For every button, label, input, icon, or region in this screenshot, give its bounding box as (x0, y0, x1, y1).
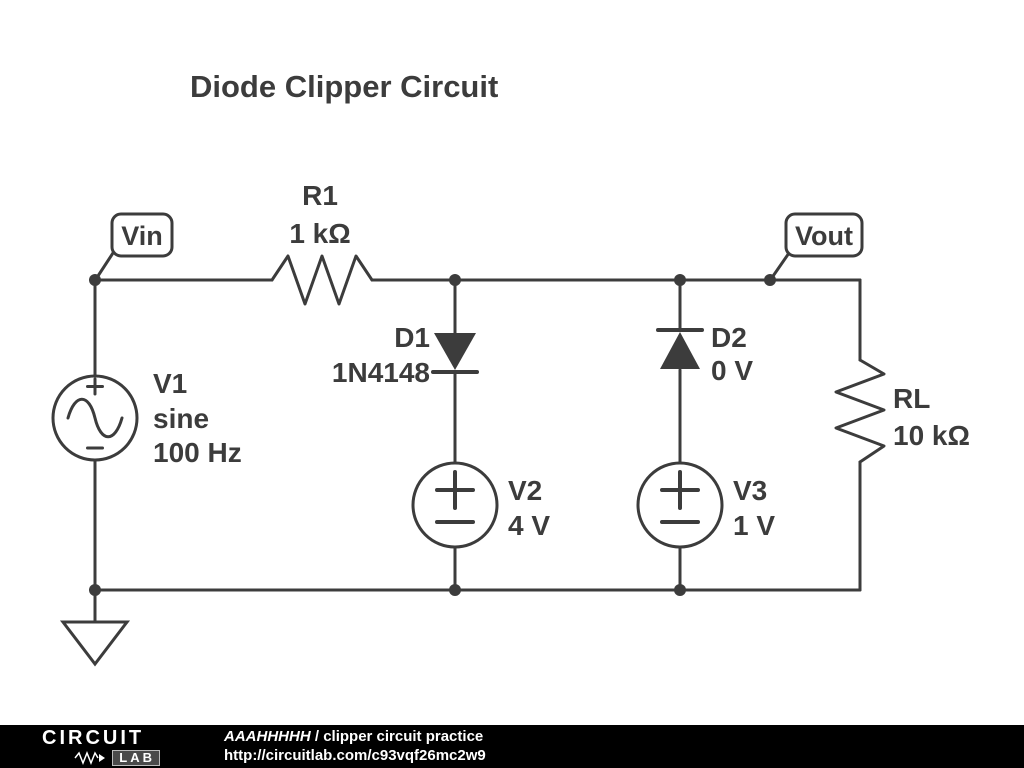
plus-sign (435, 470, 475, 510)
diode-d1: D1 1N4148 (332, 322, 479, 388)
source-v3: V3 1 V (636, 461, 775, 549)
ground-triangle-icon (59, 620, 131, 667)
footer-caption: AAAHHHHH / clipper circuit practice http… (224, 728, 486, 766)
resistor-rl: RL 10 kΩ (834, 358, 970, 464)
logo-circuit-text: CIRCUIT (42, 726, 145, 749)
flag-tail (769, 251, 791, 281)
v2-value: 4 V (508, 510, 550, 541)
v1-freq: 100 Hz (153, 437, 242, 468)
junction-dots (89, 274, 776, 596)
resistor-logo-icon (74, 750, 106, 765)
logo-lab-text: LAB (112, 749, 160, 766)
v1-wave: sine (153, 403, 209, 434)
resistor-zigzag-icon (270, 254, 374, 306)
project-title: clipper circuit practice (323, 727, 484, 745)
diode-d2: D2 0 V (656, 322, 753, 386)
node-dot (674, 274, 686, 286)
resistor-zigzag-icon (834, 358, 886, 464)
resistor-r1: R1 1 kΩ (270, 180, 374, 306)
diode-triangle-icon (434, 333, 476, 370)
circuitlab-logo[interactable]: CIRCUIT LAB (0, 728, 192, 766)
node-dot (89, 584, 101, 596)
rl-value: 10 kΩ (893, 420, 970, 451)
rl-name: RL (893, 383, 930, 414)
plus-sign (86, 377, 104, 396)
source-v1: V1 sine 100 Hz (51, 368, 242, 468)
r1-value: 1 kΩ (289, 218, 350, 249)
sine-wave-icon (66, 397, 124, 439)
node-dot (449, 274, 461, 286)
node-dot (449, 584, 461, 596)
flag-box (784, 212, 864, 258)
v3-name: V3 (733, 475, 767, 506)
diode-triangle-icon (660, 332, 700, 369)
source-v2: V2 4 V (411, 461, 550, 549)
d1-name: D1 (394, 322, 430, 353)
project-line: AAAHHHHH / clipper circuit practice (224, 728, 486, 747)
page-title: Diode Clipper Circuit (190, 69, 498, 104)
vout-label: Vout (795, 221, 853, 251)
project-separator: / (310, 727, 324, 745)
flag-tail (94, 251, 115, 281)
footer-bar: CIRCUIT LAB AAAHHHHH / clipper circuit p… (0, 725, 1024, 768)
project-url-link[interactable]: http://circuitlab.com/c93vqf26mc2w9 (224, 746, 486, 764)
r1-name: R1 (302, 180, 338, 211)
flag-box (110, 212, 174, 258)
d1-value: 1N4148 (332, 357, 430, 388)
v1-name: V1 (153, 368, 187, 399)
project-author: AAAHHHHH (224, 727, 311, 745)
v2-name: V2 (508, 475, 542, 506)
node-flag-vin: Vin (94, 212, 174, 281)
d2-value: 0 V (711, 355, 753, 386)
node-flag-vout: Vout (769, 212, 864, 281)
ground-symbol (59, 620, 131, 667)
vin-label: Vin (121, 221, 163, 251)
plus-sign (660, 470, 700, 510)
v3-value: 1 V (733, 510, 775, 541)
node-dot (674, 584, 686, 596)
schematic-canvas: Diode Clipper Circuit (51, 69, 970, 667)
d2-name: D2 (711, 322, 747, 353)
